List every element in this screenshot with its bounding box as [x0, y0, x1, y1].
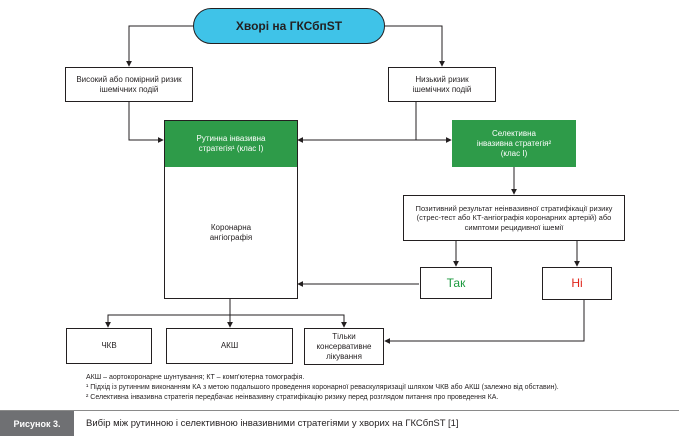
footnote-2: ² Селективна інвазивна стратегія передба…	[86, 394, 499, 401]
routine-strategy-header: Рутинна інвазивна стратегія¹ (клас I)	[165, 121, 297, 167]
footnote-1: ¹ Підхід із рутинним виконанням КА з мет…	[86, 384, 559, 391]
routine-angiography-node: Рутинна інвазивна стратегія¹ (клас I) Ко…	[164, 120, 298, 299]
flowchart-connectors	[105, 25, 585, 344]
high-risk-node: Високий або помірний ризик ішемічних под…	[65, 67, 193, 102]
selective-strategy-node: Селективна інвазивна стратегія² (клас I)	[452, 120, 576, 167]
figure-title: Вибір між рутинною і селективною інвазив…	[86, 418, 459, 429]
figure-label: Рисунок 3.	[0, 411, 74, 436]
abbreviations-note: АКШ – аортокоронарне шунтування; КТ – ко…	[86, 374, 305, 381]
no-node: Ні	[542, 267, 612, 300]
selective-strategy-label: Селективна інвазивна стратегія² (клас I)	[476, 128, 552, 158]
noninvasive-result-label: Позитивний результат неінвазивної страти…	[415, 203, 613, 232]
high-risk-label: Високий або помірний ризик ішемічних под…	[76, 74, 182, 94]
arrow-no-to-conservative	[384, 300, 585, 344]
root-node-label: Хворі на ГКСбпST	[235, 18, 343, 33]
footnotes: АКШ – аортокоронарне шунтування; КТ – ко…	[86, 373, 676, 403]
cabg-label: АКШ	[220, 341, 239, 350]
low-risk-label: Низький ризик ішемічних подій	[412, 74, 472, 94]
arrow-high-risk-to-routine	[128, 102, 164, 143]
conservative-node: Тільки консервативне лікування	[304, 328, 384, 365]
yes-label: Так	[446, 275, 466, 290]
arrow-root-to-high-risk	[126, 25, 194, 67]
pci-label: ЧКВ	[101, 341, 117, 350]
low-risk-node: Низький ризик ішемічних подій	[388, 67, 496, 102]
arrow-low-risk-to-routine	[297, 102, 417, 143]
angiography-label: Коронарна ангіографія	[209, 222, 253, 242]
arrow-angiography-to-outcomes	[107, 299, 344, 327]
pci-node: ЧКВ	[66, 328, 152, 364]
conservative-label: Тільки консервативне лікування	[316, 331, 372, 361]
noninvasive-result-node: Позитивний результат неінвазивної страти…	[403, 195, 625, 241]
root-node: Хворі на ГКСбпST	[193, 8, 385, 44]
no-label: Ні	[571, 276, 583, 290]
routine-strategy-label: Рутинна інвазивна стратегія¹ (клас I)	[196, 134, 266, 153]
yes-node: Так	[420, 267, 492, 299]
caption-bar	[0, 410, 679, 437]
arrow-root-to-low-risk	[385, 25, 445, 67]
angiography-body: Коронарна ангіографія	[165, 167, 297, 299]
cabg-node: АКШ	[166, 328, 293, 364]
